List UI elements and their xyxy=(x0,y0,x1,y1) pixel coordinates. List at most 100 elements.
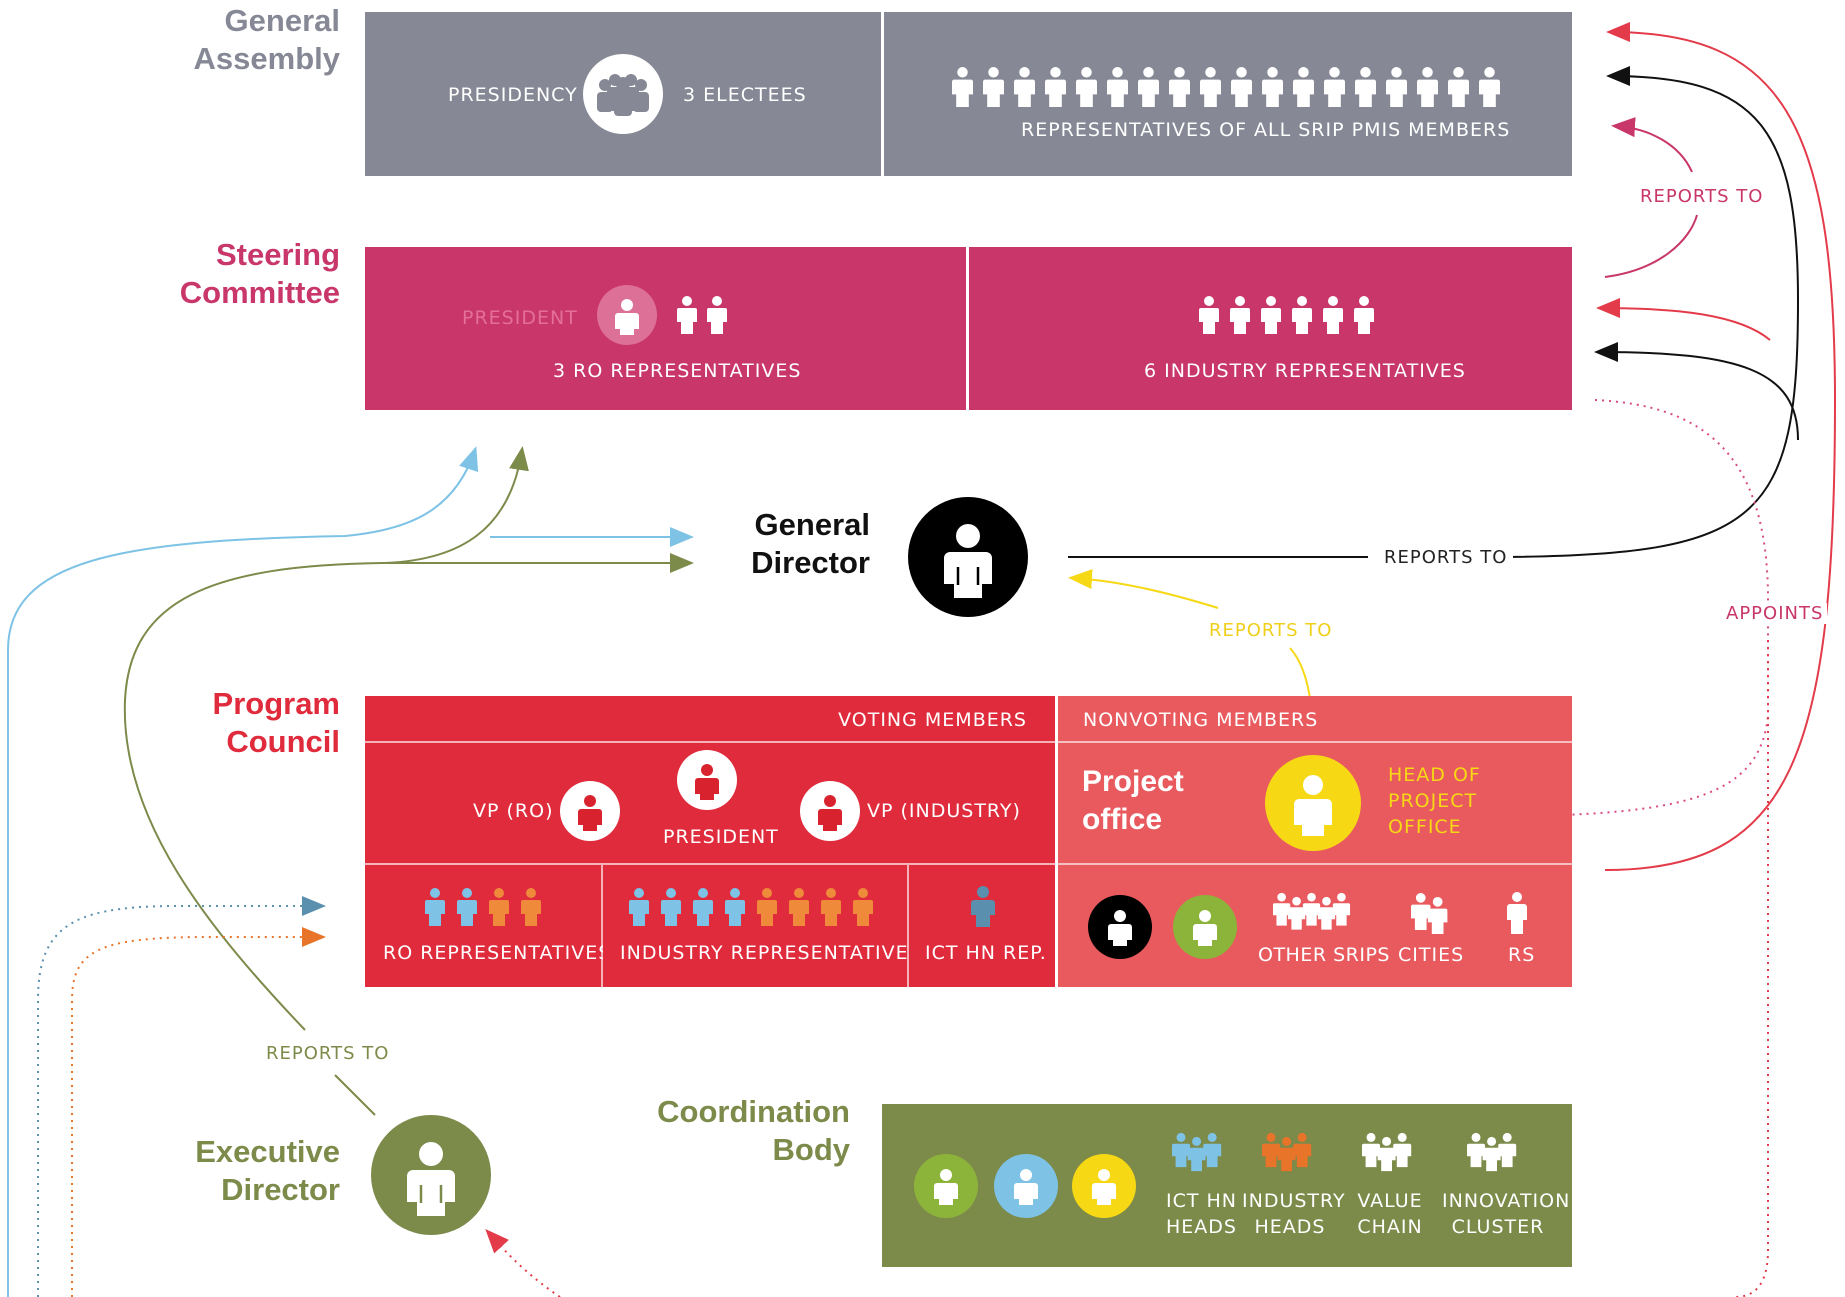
person-icon xyxy=(712,296,722,306)
person-icon xyxy=(634,888,644,898)
person-icon xyxy=(425,900,445,926)
green-person-icon xyxy=(1173,895,1237,959)
person-icon xyxy=(853,900,873,926)
person-icon xyxy=(1359,296,1369,306)
person-icon xyxy=(1205,67,1216,78)
person-icon xyxy=(1453,67,1464,78)
person-icon xyxy=(661,900,681,926)
person-icon xyxy=(1200,79,1221,107)
person-icon xyxy=(1262,79,1283,107)
person-icon xyxy=(1432,896,1443,907)
person-icon xyxy=(1411,904,1431,931)
person-icon xyxy=(457,900,477,926)
ga-representatives: REPRESENTATIVES OF ALL SRIP PMIS MEMBERS xyxy=(1021,119,1511,141)
person-icon xyxy=(1302,903,1321,926)
pc-vp-industry: VP (INDUSTRY) xyxy=(867,800,1021,822)
person-icon xyxy=(1235,296,1245,306)
pc-ict-rep: ICT HN REP. xyxy=(925,942,1047,964)
person-icon xyxy=(1266,296,1276,306)
blue-person-icon xyxy=(994,1154,1058,1218)
person-icon xyxy=(666,888,676,898)
person-icon xyxy=(1199,308,1219,334)
person-icon xyxy=(821,900,841,926)
person-icon xyxy=(1282,1136,1292,1146)
person-icon xyxy=(988,67,999,78)
person-icon xyxy=(1377,1147,1396,1172)
person-icon xyxy=(1174,67,1185,78)
person-icon xyxy=(1422,67,1433,78)
person-icon xyxy=(1292,896,1301,906)
ga-box-left: PRESIDENCY 3 ELECTEES xyxy=(365,12,881,176)
gd-person-icon xyxy=(908,497,1028,617)
person-icon xyxy=(826,888,836,898)
person-icon xyxy=(1324,79,1345,107)
person-icon xyxy=(1323,308,1343,334)
sc-ro-icons xyxy=(673,291,743,337)
person-icon xyxy=(1479,79,1500,107)
person-icon xyxy=(1467,1143,1485,1168)
value-chain-group-icon xyxy=(1362,1132,1418,1176)
person-icon xyxy=(1332,903,1351,926)
person-icon xyxy=(1207,1132,1217,1142)
person-icon xyxy=(1484,67,1495,78)
person-icon xyxy=(1502,1132,1512,1142)
person-icon xyxy=(983,79,1004,107)
person-icon xyxy=(1204,296,1214,306)
innovation-cluster-group-icon xyxy=(1467,1132,1523,1176)
person-icon xyxy=(1045,79,1066,107)
person-icon xyxy=(1169,79,1190,107)
ict-rep-person-icon xyxy=(969,885,997,929)
person-icon xyxy=(430,888,440,898)
ga-electees: 3 ELECTEES xyxy=(683,84,807,106)
pc-nonvoting-members-cell: OTHER SRIPs CITIES RS xyxy=(1058,865,1572,987)
person-icon xyxy=(1471,1132,1481,1142)
vp-ro-person-icon xyxy=(560,781,620,841)
sc-industry-icons xyxy=(1197,291,1397,337)
person-icon xyxy=(1261,308,1281,334)
person-icon xyxy=(698,888,708,898)
arrow-to-ed xyxy=(485,1229,561,1297)
person-icon xyxy=(1107,79,1128,107)
person-icon xyxy=(1366,1132,1376,1142)
head-of-office-person-icon xyxy=(1265,755,1361,851)
reports-to-ed-label: REPORTS TO xyxy=(262,1043,394,1064)
person-icon xyxy=(1307,892,1316,902)
sc-box-right: 6 INDUSTRY REPRESENTATIVES xyxy=(969,247,1572,410)
person-icon xyxy=(1355,79,1376,107)
person-icon xyxy=(1498,1143,1517,1168)
pc-industry-reps-cell: INDUSTRY REPRESENTATIVES xyxy=(603,865,921,987)
person-icon xyxy=(1019,67,1030,78)
pc-ro-reps: RO REPRESENTATIVES xyxy=(383,942,612,964)
person-icon xyxy=(858,888,868,898)
arrow-industry-to-pc xyxy=(71,927,326,1297)
pc-ro-icons xyxy=(423,885,553,929)
person-icon xyxy=(1277,1147,1296,1172)
pc-industry-icons xyxy=(627,885,887,929)
person-icon xyxy=(1230,308,1250,334)
person-icon xyxy=(521,900,541,926)
person-icon xyxy=(789,900,809,926)
person-icon xyxy=(794,888,804,898)
person-icon xyxy=(677,308,697,334)
ict-heads-group-icon xyxy=(1172,1132,1228,1176)
sc-industry-reps: 6 INDUSTRY REPRESENTATIVES xyxy=(1144,360,1466,382)
pc-rs: RS xyxy=(1508,944,1536,966)
person-icon xyxy=(1328,296,1338,306)
ed-reports-line xyxy=(334,1074,376,1116)
person-icon xyxy=(1482,1147,1501,1172)
person-icon xyxy=(1487,1136,1497,1146)
green-person-icon xyxy=(914,1154,978,1218)
person-icon xyxy=(1231,79,1252,107)
person-icon xyxy=(762,888,772,898)
pc-ro-reps-cell: RO REPRESENTATIVES xyxy=(365,865,610,987)
pc-industry-reps: INDUSTRY REPRESENTATIVES xyxy=(620,942,922,964)
